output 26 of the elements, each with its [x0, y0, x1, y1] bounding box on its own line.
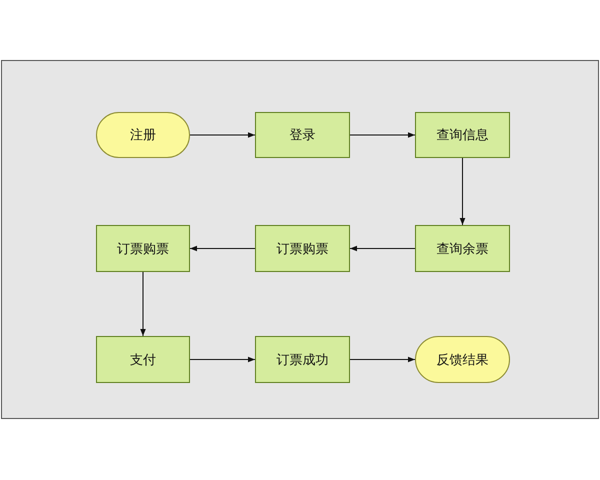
terminal-node	[415, 336, 510, 383]
arrow	[350, 246, 416, 252]
arrow	[190, 132, 256, 138]
node-label: 订票成功	[276, 352, 328, 368]
arrow	[190, 246, 256, 252]
process-box	[96, 336, 190, 383]
process-box	[96, 225, 190, 272]
process-box	[255, 336, 350, 383]
process-box	[415, 225, 510, 272]
node-label: 支付	[130, 352, 156, 368]
arrow	[350, 132, 416, 138]
node-label: 反馈结果	[436, 352, 488, 368]
node-label: 订票购票	[276, 240, 328, 258]
node-label: 注册	[130, 127, 156, 144]
arrow	[460, 158, 466, 226]
terminal-node	[96, 112, 190, 158]
arrow	[190, 356, 256, 362]
process-box	[255, 225, 350, 272]
process-box	[415, 112, 510, 158]
node-label: 订票购票	[117, 240, 169, 258]
arrow	[140, 272, 146, 336]
node-label: 查询余票	[436, 240, 488, 258]
node-label: 登录	[290, 127, 316, 144]
node-label: 查询信息	[436, 127, 488, 144]
process-box	[255, 112, 350, 158]
arrow	[350, 356, 416, 362]
